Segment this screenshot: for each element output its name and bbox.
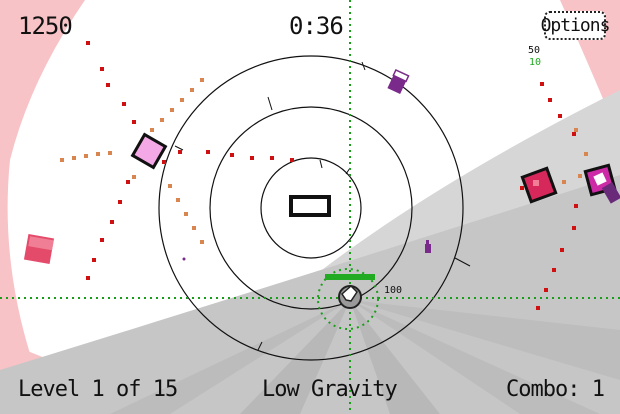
arena-ring-outer [158,55,464,361]
arena-ring-middle [209,106,413,310]
arena-edge-left [0,0,85,360]
arena-ring-inner [260,157,362,259]
stat-counter-green: 10 [529,57,542,68]
timer-display: 0:36 [289,12,344,40]
floor-ray-2 [350,300,440,414]
floor-ray-5 [350,300,620,380]
enemy-square-icon[interactable] [130,132,168,170]
stat-counter: 50 [528,45,541,56]
enemy-square-icon[interactable] [520,166,558,204]
game-mode-label: Low Gravity [262,377,398,402]
player-ship-icon[interactable] [338,284,362,309]
floor-ray-3 [350,300,600,414]
floor-ray-4 [110,300,350,414]
ring-ticks [174,61,471,351]
player-value-label: 100 [384,285,403,296]
combo-counter: Combo: 1 [506,377,605,402]
center-core [289,195,331,217]
floor-ray-1 [240,300,350,414]
level-indicator: Level 1 of 15 [18,377,178,402]
tilted-canister-icon[interactable] [601,182,620,204]
tilted-canister-icon[interactable] [387,68,410,95]
debris-dot [182,257,186,261]
score-display: 1250 [18,12,73,40]
enemy-square-icon[interactable] [23,233,55,265]
enemy-trail-red [86,41,578,310]
target-reticle-icon [317,268,379,330]
enemy-trail-orange [60,78,588,244]
player-health-bar [325,274,375,280]
options-button[interactable]: Options [541,11,610,40]
small-pickup-icon[interactable] [425,240,431,253]
